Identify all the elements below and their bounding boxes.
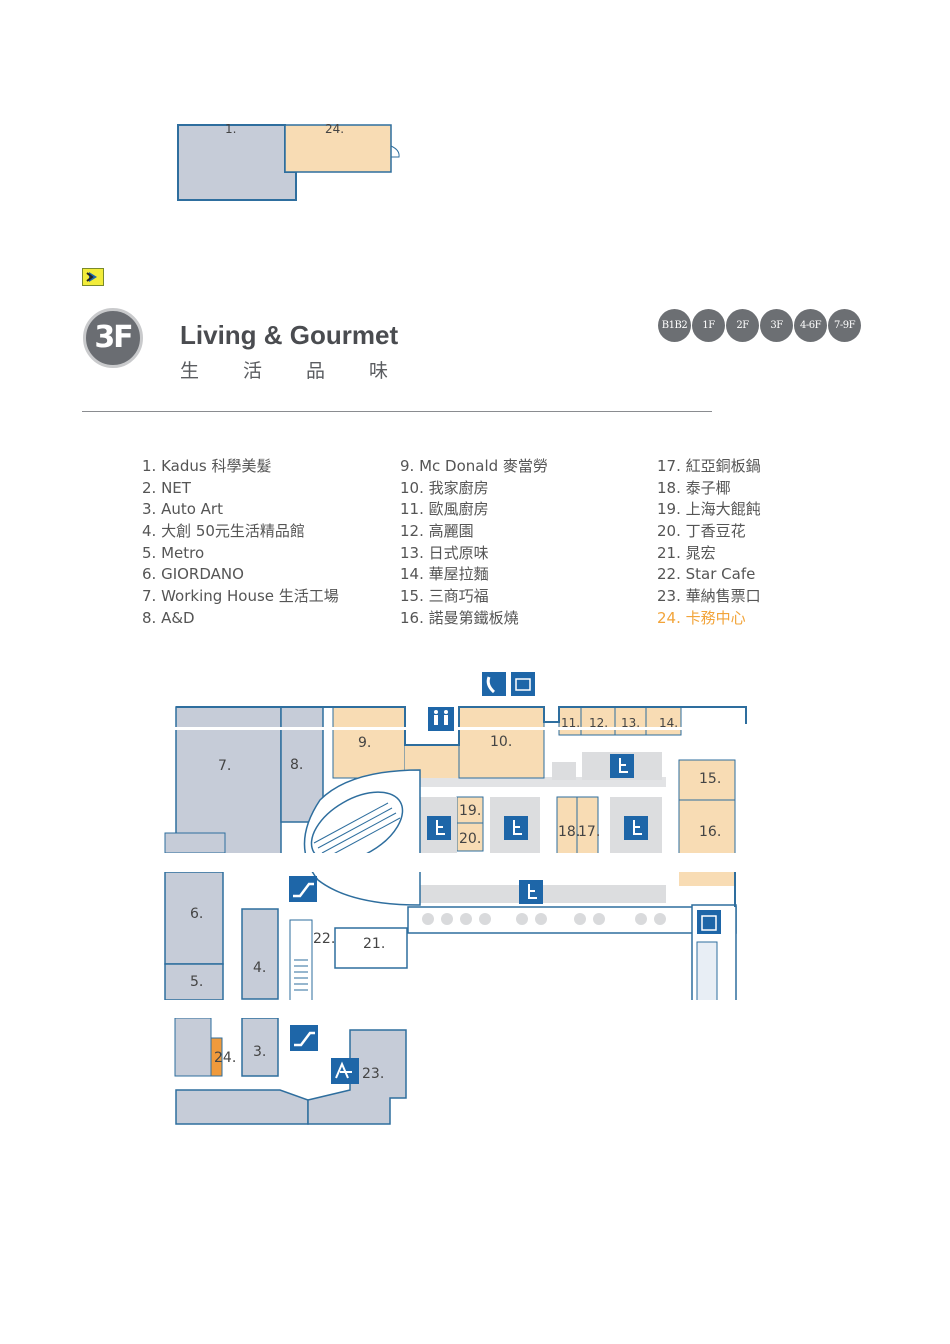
- ticket-icon[interactable]: [331, 1058, 359, 1084]
- floor-button-3f[interactable]: 3F: [760, 309, 793, 342]
- directory-entry[interactable]: 3. Auto Art: [142, 500, 223, 519]
- store-5[interactable]: [164, 963, 224, 1001]
- store-3[interactable]: [241, 1017, 279, 1077]
- directory-entry[interactable]: 8. A&D: [142, 608, 195, 627]
- directory-column-3: 17. 紅亞銅板鍋 18. 泰子椰 19. 上海大餛飩 20. 丁香豆花 21.…: [657, 456, 761, 630]
- directory-entry[interactable]: 12. 高麗園: [400, 522, 474, 541]
- escalator-graphic: [313, 802, 401, 859]
- floor-button-b1b2[interactable]: B1B2: [658, 309, 691, 342]
- directory-entry[interactable]: 13. 日式原味: [400, 543, 489, 562]
- directory-entry-highlight[interactable]: 24. 卡務中心: [657, 608, 746, 627]
- directory-column-2: 9. Mc Donald 麥當勞 10. 我家廚房 11. 歐風廚房 12. 高…: [400, 456, 548, 630]
- store-18[interactable]: [556, 796, 578, 855]
- floor-badge: 3F: [83, 308, 143, 368]
- store-1[interactable]: [175, 1089, 309, 1125]
- floor-button-1f[interactable]: 1F: [692, 309, 725, 342]
- directory-entry[interactable]: 10. 我家廚房: [400, 478, 489, 497]
- store-15[interactable]: [678, 759, 736, 801]
- directory-entry[interactable]: 6. GIORDANO: [142, 565, 244, 584]
- directory-entry[interactable]: 18. 泰子椰: [657, 478, 731, 497]
- seating-icon: [427, 816, 451, 840]
- restroom-icon[interactable]: [428, 707, 454, 731]
- store-16[interactable]: [678, 799, 736, 856]
- directory-entry[interactable]: 2. NET: [142, 478, 191, 497]
- directory-entry[interactable]: 1. Kadus 科學美髮: [142, 457, 272, 475]
- seating-icon: [610, 754, 634, 778]
- divider: [82, 411, 712, 412]
- directory-entry[interactable]: 5. Metro: [142, 543, 205, 562]
- store-9[interactable]: [332, 706, 406, 779]
- store-21[interactable]: [334, 927, 408, 969]
- directory-entry[interactable]: 9. Mc Donald 麥當勞: [400, 457, 548, 475]
- store-10[interactable]: [458, 706, 545, 779]
- directory-entry[interactable]: 17. 紅亞銅板鍋: [657, 457, 761, 475]
- previous-floor-map: 1. 24.: [177, 122, 400, 201]
- store-6[interactable]: [164, 871, 224, 965]
- store-12[interactable]: [580, 706, 616, 736]
- directory-entry[interactable]: 21. 晁宏: [657, 543, 716, 562]
- store-14[interactable]: [645, 706, 682, 736]
- directory-entry[interactable]: 19. 上海大餛飩: [657, 500, 761, 519]
- seating-icon: [504, 816, 528, 840]
- page-subtitle: 生活品味: [180, 360, 433, 382]
- store-13[interactable]: [614, 706, 647, 736]
- page-title: Living & Gourmet: [180, 320, 399, 350]
- store-20[interactable]: [456, 822, 484, 852]
- floor-button-4-6f[interactable]: 4-6F: [794, 309, 827, 342]
- store-4[interactable]: [241, 908, 279, 1000]
- directory-entry[interactable]: 20. 丁香豆花: [657, 522, 746, 541]
- directory-entry[interactable]: 14. 華屋拉麵: [400, 565, 489, 584]
- store-17[interactable]: [576, 796, 599, 855]
- directory-entry[interactable]: 11. 歐風廚房: [400, 500, 489, 519]
- directory-column-1: 1. Kadus 科學美髮 2. NET 3. Auto Art 4. 大創 5…: [142, 456, 339, 630]
- directory-entry[interactable]: 16. 諾曼第鐵板燒: [400, 608, 519, 627]
- store-24[interactable]: [210, 1037, 223, 1077]
- atm-icon[interactable]: [511, 672, 535, 696]
- elevator-icon[interactable]: [697, 910, 721, 934]
- store-19[interactable]: [456, 796, 484, 824]
- label-store-24: 24.: [325, 122, 344, 136]
- directory-entry[interactable]: 7. Working House 生活工場: [142, 587, 339, 606]
- label-store-1: 1.: [225, 122, 236, 136]
- directory-entry[interactable]: 15. 三商巧福: [400, 587, 489, 606]
- seating-icon: [519, 880, 543, 904]
- store-11[interactable]: [558, 706, 582, 736]
- store-7[interactable]: [175, 706, 282, 855]
- directory-entry[interactable]: 4. 大創 50元生活精品館: [142, 522, 305, 541]
- label-store-22: 22.: [313, 931, 335, 947]
- seating-icon: [624, 816, 648, 840]
- phone-icon[interactable]: [482, 672, 506, 696]
- directory-entry[interactable]: 22. Star Cafe: [657, 565, 756, 584]
- directory-entry[interactable]: 23. 華納售票口: [657, 587, 761, 606]
- store-8[interactable]: [280, 706, 324, 823]
- floor-button-2f[interactable]: 2F: [726, 309, 759, 342]
- store-1-area[interactable]: [177, 124, 297, 201]
- arrow-icon[interactable]: [82, 268, 104, 286]
- escalator-icon[interactable]: [290, 1025, 318, 1051]
- floor-button-7-9f[interactable]: 7-9F: [828, 309, 861, 342]
- escalator-icon[interactable]: [289, 876, 317, 902]
- store-24-area[interactable]: [284, 124, 392, 173]
